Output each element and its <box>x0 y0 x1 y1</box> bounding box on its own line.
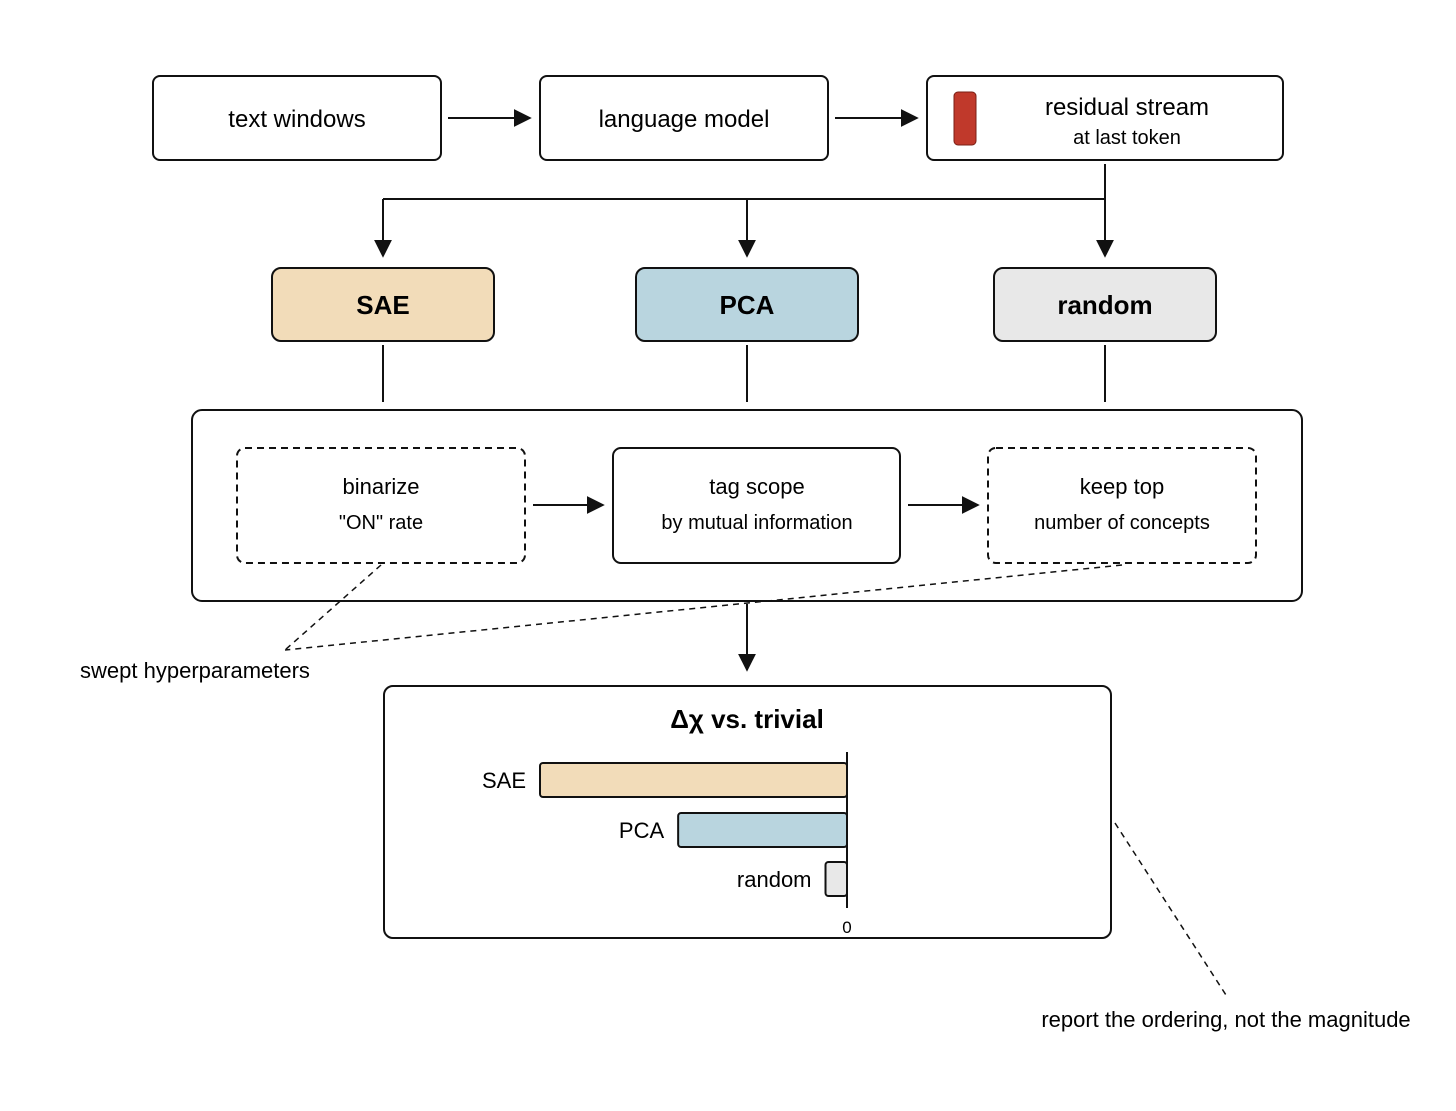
tag-scope-title: tag scope <box>709 474 804 499</box>
keep-top-subtitle: number of concepts <box>1034 512 1210 534</box>
bar-random <box>824 861 849 897</box>
bar-label-random: random <box>737 867 812 892</box>
binarize-title: binarize <box>342 474 419 499</box>
delta-chi-chart: Δχ vs. trivial SAE PCA random 0 <box>383 685 1112 939</box>
bar-sae <box>539 762 848 798</box>
chart-bars: SAE PCA random <box>482 762 849 897</box>
method-random-label: random <box>1057 290 1152 320</box>
tag-scope-subtitle: by mutual information <box>661 512 852 534</box>
language-model-node: language model <box>539 75 829 161</box>
method-pca-node: PCA <box>635 267 859 342</box>
residual-token-icon <box>953 91 977 146</box>
bar-label-pca: PCA <box>619 818 665 843</box>
text-windows-label: text windows <box>228 106 365 133</box>
branch-connectors <box>374 164 1114 258</box>
tag-scope-step: tag scope by mutual information <box>612 447 901 564</box>
ordering-callout-line <box>1114 822 1227 996</box>
bar-label-sae: SAE <box>482 768 526 793</box>
keep-top-step: keep top number of concepts <box>987 447 1257 564</box>
binarize-subtitle: "ON" rate <box>339 512 423 534</box>
bar-pca <box>677 812 849 848</box>
keep-top-title: keep top <box>1080 474 1164 499</box>
swept-callout-lines <box>284 564 1123 651</box>
language-model-label: language model <box>599 106 770 133</box>
residual-stream-subtitle: at last token <box>1073 127 1181 149</box>
binarize-step: binarize "ON" rate <box>236 447 526 564</box>
residual-stream-node: residual stream at last token <box>926 75 1284 161</box>
method-to-processing-lines <box>382 345 1106 402</box>
swept-hyperparameters-label: swept hyperparameters <box>80 658 310 683</box>
chart-zero-tick-label: 0 <box>842 918 851 937</box>
text-windows-node: text windows <box>152 75 442 161</box>
method-sae-label: SAE <box>356 290 409 320</box>
residual-stream-title: residual stream <box>1045 94 1209 121</box>
method-random-node: random <box>993 267 1217 342</box>
ordering-note: report the ordering, not the magnitude <box>1041 1007 1410 1032</box>
chart-title: Δχ vs. trivial <box>670 704 824 734</box>
method-sae-node: SAE <box>271 267 495 342</box>
method-pca-label: PCA <box>720 290 775 320</box>
